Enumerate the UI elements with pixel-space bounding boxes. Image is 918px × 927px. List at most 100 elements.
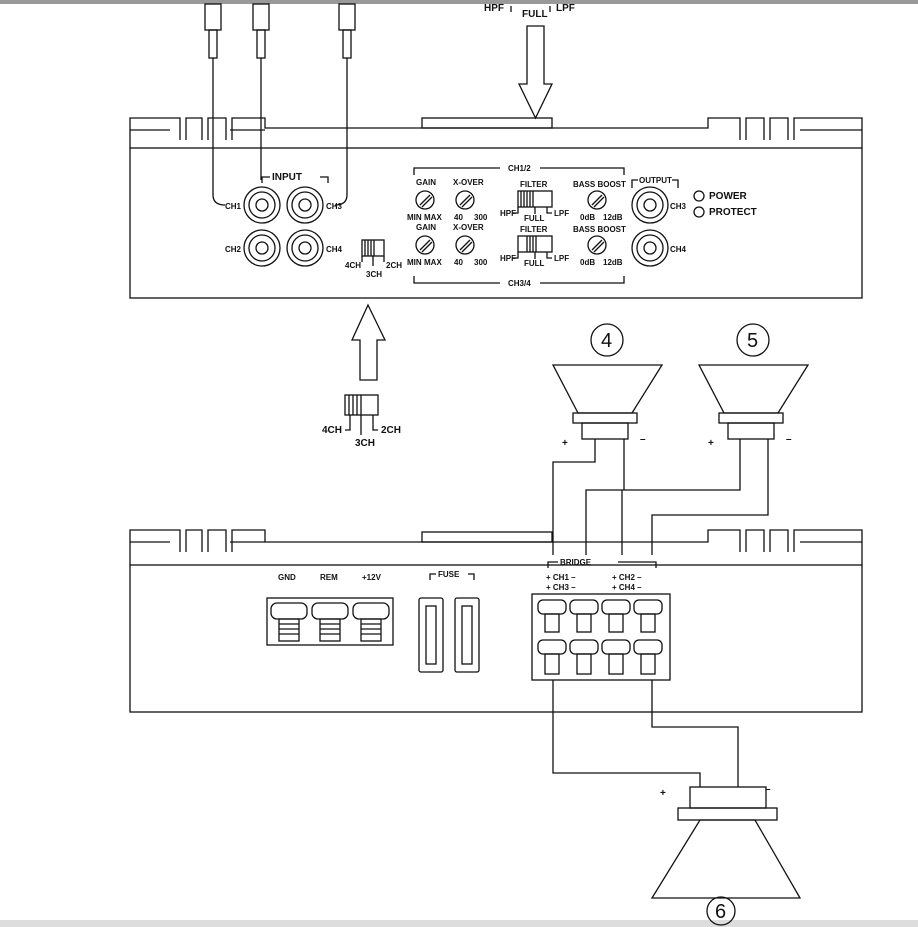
line-art — [576, 653, 592, 675]
label: 0dB — [580, 213, 595, 222]
label: 12dB — [603, 213, 623, 222]
bass-boost-knob[interactable] — [587, 235, 607, 255]
label: CH1/2 — [508, 164, 531, 173]
line-art — [526, 236, 537, 252]
line-art — [361, 623, 381, 635]
label: – — [786, 434, 792, 445]
line-art — [459, 194, 473, 208]
label: + — [660, 788, 666, 799]
line-art — [633, 599, 663, 615]
line-art — [338, 3, 356, 31]
label: FUSE — [438, 570, 460, 579]
xover-knob[interactable] — [455, 235, 475, 255]
line-art — [636, 191, 664, 219]
label: HPF — [500, 209, 516, 218]
speaker-terminals: BRIDGE + CH1 – + CH2 – + CH3 – + CH4 – — [531, 558, 671, 681]
line-art — [512, 207, 552, 214]
label: 4CH — [322, 425, 342, 436]
line-art — [544, 613, 560, 633]
label: 3CH — [355, 438, 375, 449]
label: CH1 — [225, 202, 242, 211]
line-art — [454, 597, 480, 673]
line-art — [286, 229, 324, 267]
label: 2CH — [381, 425, 401, 436]
label: + CH1 – — [546, 573, 576, 582]
label: HPF — [500, 254, 516, 263]
label: CH4 — [670, 245, 687, 254]
top-border — [0, 0, 918, 4]
speaker-5: 5 + – — [697, 323, 810, 449]
line-art — [429, 573, 475, 580]
label: HPF — [484, 3, 504, 14]
line-art — [608, 613, 624, 633]
line-art — [650, 819, 802, 899]
line-art — [601, 599, 631, 615]
line-art — [569, 639, 599, 655]
filter-switch[interactable] — [517, 235, 553, 253]
line-art — [291, 191, 319, 219]
xover-knob[interactable] — [455, 190, 475, 210]
output-jack-ch3 — [631, 186, 669, 224]
label: 2CH — [386, 261, 402, 270]
line-art — [421, 117, 553, 129]
filter-switch[interactable] — [517, 190, 553, 208]
label: MAX — [424, 213, 442, 222]
line-art — [208, 29, 218, 59]
label: 6 — [715, 901, 726, 923]
line-art — [270, 602, 308, 620]
line-art — [581, 422, 629, 440]
gain-knob[interactable] — [415, 235, 435, 255]
up-arrow-icon — [350, 303, 387, 381]
label: + — [562, 438, 568, 449]
line-art — [706, 896, 736, 926]
label: FULL — [524, 214, 545, 223]
line-art — [204, 3, 356, 59]
line-art — [631, 179, 679, 188]
label: PROTECT — [709, 207, 757, 218]
line-art — [697, 364, 810, 414]
line-art — [631, 229, 669, 267]
label: POWER — [709, 191, 748, 202]
bass-boost-knob[interactable] — [587, 190, 607, 210]
line-art — [255, 198, 269, 212]
label: 4CH — [345, 261, 361, 270]
line-art — [537, 599, 567, 615]
output-jack-ch4 — [631, 229, 669, 267]
label: CH3 — [326, 202, 343, 211]
label: 0dB — [580, 258, 595, 267]
line-art — [459, 239, 473, 253]
line-art — [270, 602, 390, 642]
line-art — [345, 415, 378, 435]
line-art — [364, 240, 375, 256]
line-art — [279, 623, 299, 635]
speaker-6: + – 6 — [650, 784, 802, 926]
line-art — [537, 639, 567, 655]
gain-knob[interactable] — [415, 190, 435, 210]
line-art — [319, 618, 341, 642]
rca-jack-ch1 — [243, 186, 281, 224]
line-art — [636, 234, 664, 262]
line-art — [727, 422, 775, 440]
output-group: OUTPUT CH3 CH4 POWER PROTECT — [631, 176, 757, 267]
line-art — [320, 623, 340, 635]
line-art — [419, 194, 433, 208]
line-art — [608, 653, 624, 675]
rca-plugs — [204, 3, 356, 206]
speaker-4: 4 + – — [551, 323, 664, 449]
line-art — [643, 241, 657, 255]
line-art — [633, 639, 663, 655]
line-art — [640, 653, 656, 675]
label: GND — [278, 573, 296, 582]
label: GAIN — [416, 178, 436, 187]
line-art — [252, 3, 270, 31]
filter-callout: HPF FULL LPF — [484, 3, 575, 120]
line-art — [718, 412, 784, 424]
label: CH2 — [225, 245, 242, 254]
label: – — [765, 784, 771, 795]
line-art — [591, 239, 605, 253]
power-terminals: GND REM +12V — [266, 573, 394, 646]
speaker-wires — [552, 439, 769, 555]
